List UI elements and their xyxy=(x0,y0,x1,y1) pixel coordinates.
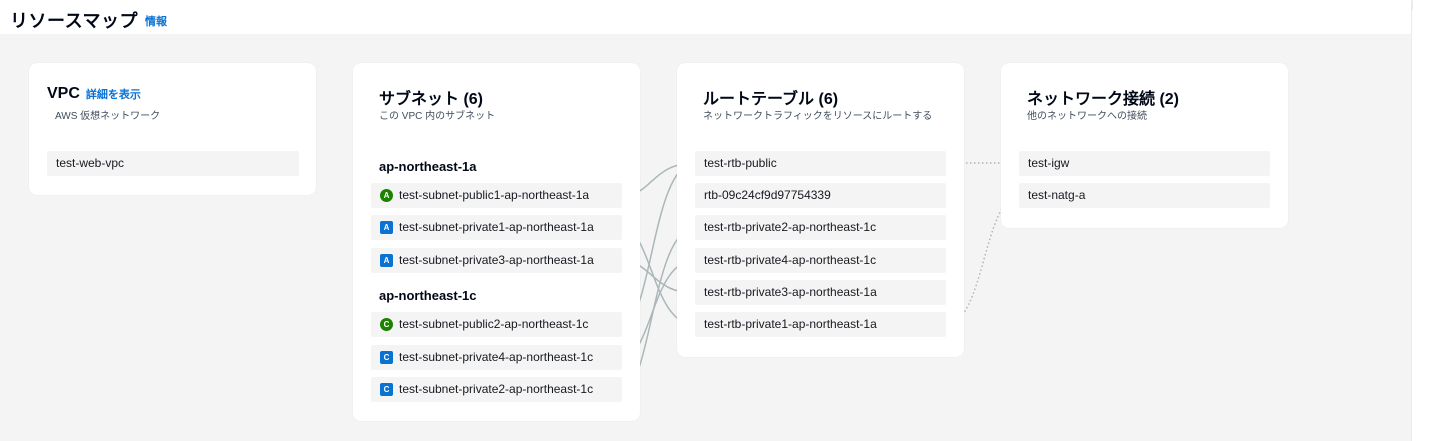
subnet-item[interactable]: A test-subnet-private1-ap-northeast-1a xyxy=(371,215,622,240)
network-connections-title: ネットワーク接続 (2) xyxy=(1027,91,1180,108)
private-subnet-badge: C xyxy=(380,383,393,396)
private-subnet-badge: A xyxy=(380,254,393,267)
vpc-detail-link[interactable]: 詳細を表示 xyxy=(85,89,141,101)
vpc-subtitle: AWS 仮想ネットワーク xyxy=(55,111,161,122)
page-header: リソースマップ 情報 xyxy=(0,0,1412,34)
network-connection-item[interactable]: test-natg-a xyxy=(1019,183,1270,208)
subnet-name: test-subnet-private2-ap-northeast-1c xyxy=(399,382,594,396)
private-subnet-badge: C xyxy=(380,351,393,364)
route-table-item[interactable]: test-rtb-private3-ap-northeast-1a xyxy=(695,280,946,305)
route-tables-card: ルートテーブル (6) ネットワークトラフィックをリソースにルートする test… xyxy=(677,63,964,357)
subnet-item[interactable]: A test-subnet-public1-ap-northeast-1a xyxy=(371,183,622,208)
page-edge xyxy=(1412,10,1434,441)
public-subnet-badge: C xyxy=(380,318,393,331)
subnet-name: test-subnet-private1-ap-northeast-1a xyxy=(399,220,594,234)
subnet-item[interactable]: C test-subnet-private4-ap-northeast-1c xyxy=(371,345,622,370)
network-connection-item[interactable]: test-igw xyxy=(1019,151,1270,176)
subnets-title: サブネット (6) xyxy=(379,91,484,108)
subnet-name: test-subnet-public1-ap-northeast-1a xyxy=(399,188,590,202)
vpc-card-title: VPC 詳細を表示 xyxy=(47,85,141,103)
vpc-item[interactable]: test-web-vpc xyxy=(47,151,299,176)
subnets-subtitle: この VPC 内のサブネット xyxy=(379,111,496,122)
route-table-item[interactable]: rtb-09c24cf9d97754339 xyxy=(695,183,946,208)
route-table-item[interactable]: test-rtb-private1-ap-northeast-1a xyxy=(695,312,946,337)
route-table-item[interactable]: test-rtb-public xyxy=(695,151,946,176)
subnet-item[interactable]: C test-subnet-public2-ap-northeast-1c xyxy=(371,312,622,337)
az-group-label: ap-northeast-1a xyxy=(379,159,477,174)
info-link[interactable]: 情報 xyxy=(145,16,167,28)
page-title: リソースマップ xyxy=(10,11,139,31)
az-group-label: ap-northeast-1c xyxy=(379,288,477,303)
route-tables-title: ルートテーブル (6) xyxy=(703,91,839,108)
subnet-name: test-subnet-public2-ap-northeast-1c xyxy=(399,317,589,331)
network-connections-card: ネットワーク接続 (2) 他のネットワークへの接続 test-igw test-… xyxy=(1001,63,1288,228)
subnets-card: サブネット (6) この VPC 内のサブネット ap-northeast-1a… xyxy=(353,63,640,421)
vpc-title: VPC xyxy=(47,85,80,102)
route-tables-subtitle: ネットワークトラフィックをリソースにルートする xyxy=(703,111,933,122)
subnet-name: test-subnet-private3-ap-northeast-1a xyxy=(399,253,594,267)
subnet-item[interactable]: A test-subnet-private3-ap-northeast-1a xyxy=(371,248,622,273)
public-subnet-badge: A xyxy=(380,189,393,202)
route-table-item[interactable]: test-rtb-private4-ap-northeast-1c xyxy=(695,248,946,273)
private-subnet-badge: A xyxy=(380,221,393,234)
network-connections-subtitle: 他のネットワークへの接続 xyxy=(1027,111,1147,122)
subnet-item[interactable]: C test-subnet-private2-ap-northeast-1c xyxy=(371,377,622,402)
route-table-item[interactable]: test-rtb-private2-ap-northeast-1c xyxy=(695,215,946,240)
subnet-name: test-subnet-private4-ap-northeast-1c xyxy=(399,350,594,364)
vpc-card: VPC 詳細を表示 AWS 仮想ネットワーク test-web-vpc xyxy=(29,63,316,195)
